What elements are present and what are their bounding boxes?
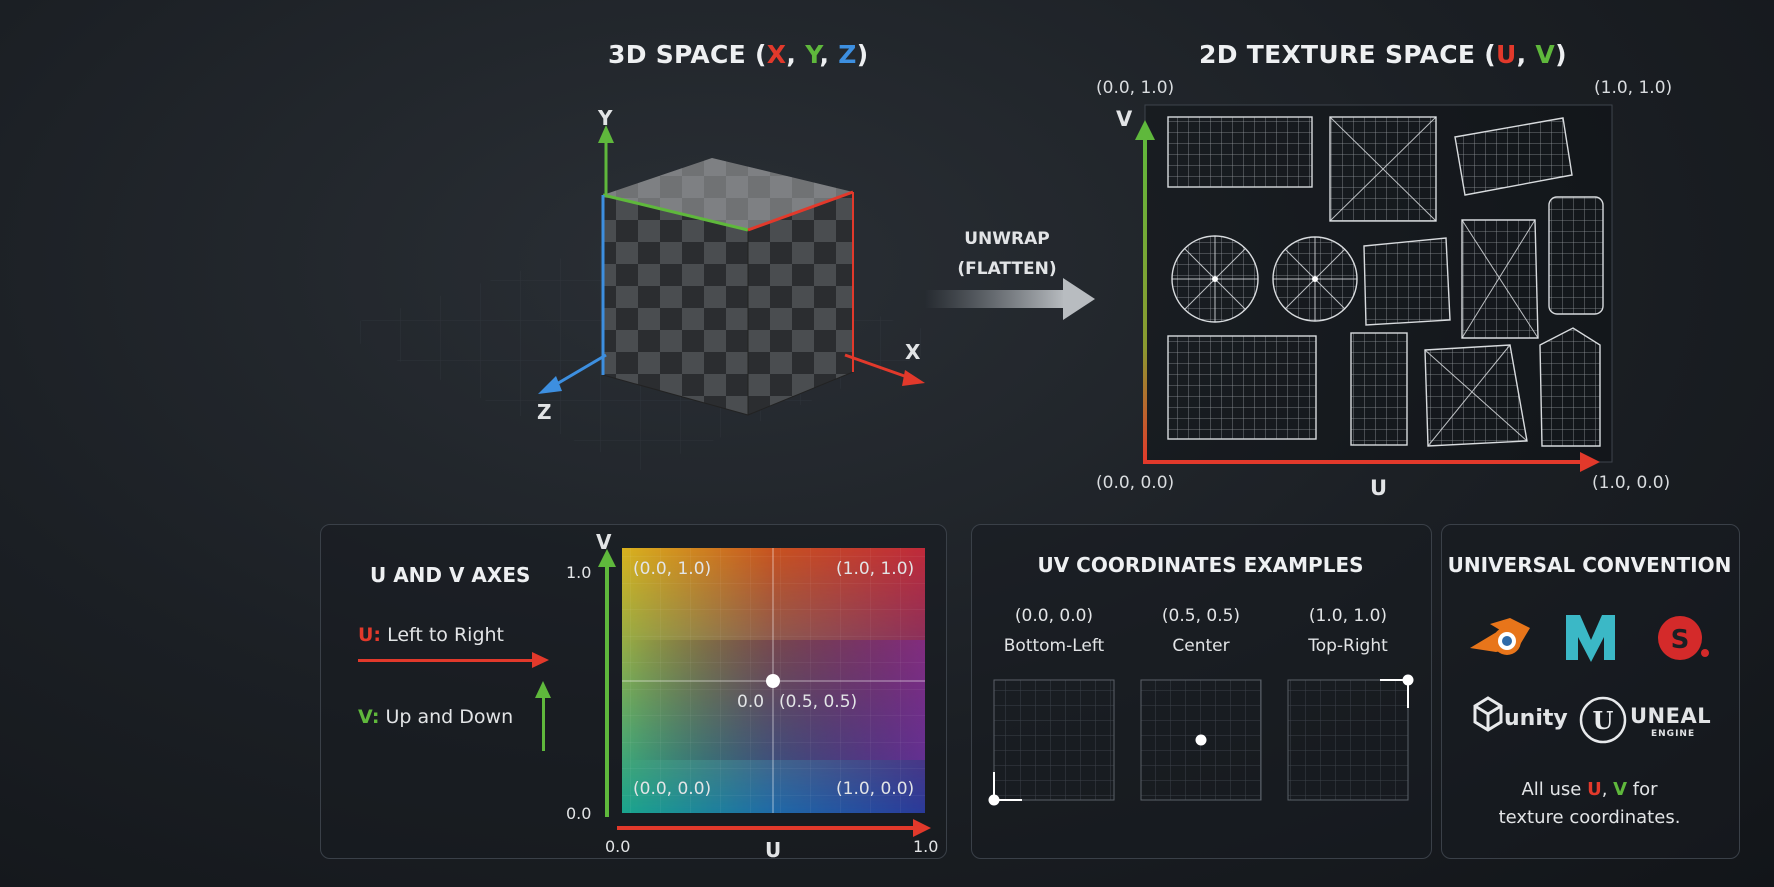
y-axis-arrow: [598, 125, 614, 143]
x-axis-label: X: [905, 340, 921, 364]
convention-note: All use U, V for texture coordinates.: [1498, 779, 1681, 828]
example-coord: (0.0, 0.0): [1014, 606, 1094, 626]
example-name: Center: [1172, 636, 1230, 656]
title-v: V: [1535, 40, 1556, 69]
grid-v-arrow: [598, 549, 616, 567]
title-u: U: [1495, 40, 1517, 69]
unreal-subtext: ENGINE: [1651, 729, 1696, 739]
title-y: Y: [805, 40, 820, 69]
center-coord-label: (0.5, 0.5): [779, 692, 858, 712]
tick-u-left: 0.0: [605, 837, 631, 856]
uv-examples-title: UV COORDINATES EXAMPLES: [1037, 553, 1364, 577]
3d-space-title: 3D SPACE (X, Y, Z): [608, 40, 869, 69]
convention-title: UNIVERSAL CONVENTION: [1447, 553, 1732, 577]
example-grid: [993, 679, 1115, 801]
grid-corner-tl: (0.0, 1.0): [633, 559, 712, 579]
unwrap-arrow-shaft: [925, 290, 1065, 308]
tick-v-top: 1.0: [566, 563, 592, 582]
uv-axes-title: U AND V AXES: [370, 563, 531, 587]
grid-corner-br: (1.0, 0.0): [836, 779, 915, 799]
v-description: V: Up and Down: [358, 706, 514, 728]
u-axis-arrow: [1580, 452, 1600, 472]
tick-u-right: 1.0: [913, 837, 939, 856]
unreal-logo: U: [1579, 696, 1627, 744]
example-point: [1402, 674, 1414, 686]
z-axis-label: Z: [537, 400, 552, 424]
z-axis-arrow: [538, 376, 562, 394]
title-z: Z: [838, 40, 857, 69]
v-axis-label: V: [1116, 107, 1133, 131]
center-point: [766, 674, 780, 688]
corner-bottom-left: (0.0, 0.0): [1096, 473, 1175, 493]
tick-v-bottom: 0.0: [566, 804, 592, 823]
legend-u-arrow: [532, 652, 549, 668]
example-coord: (0.5, 0.5): [1161, 606, 1241, 626]
grid-corner-tr: (1.0, 1.0): [836, 559, 915, 579]
unity-logo: [1473, 696, 1503, 732]
svg-text:U: U: [1593, 706, 1614, 735]
maya-logo: [1566, 615, 1615, 662]
2d-texture-space-title: 2D TEXTURE SPACE (U, V): [1199, 40, 1567, 69]
grid-v-label: V: [596, 530, 612, 554]
example-coord: (1.0, 1.0): [1308, 606, 1388, 626]
grid-corner-bl: (0.0, 0.0): [633, 779, 712, 799]
unity-text: unity: [1504, 706, 1568, 731]
v-axis-arrow: [1135, 120, 1155, 140]
example-point: [1195, 734, 1207, 746]
y-axis-label: Y: [598, 106, 613, 130]
unwrap-arrow-head: [1063, 278, 1095, 320]
u-description: U: Left to Right: [358, 624, 505, 646]
corner-bottom-right: (1.0, 0.0): [1592, 473, 1671, 493]
legend-v-arrow: [535, 681, 551, 698]
x-axis-arrow: [902, 370, 925, 386]
corner-top-left: (0.0, 1.0): [1096, 78, 1175, 98]
blender-logo: [1470, 618, 1530, 655]
title-x: X: [766, 40, 787, 69]
convention-panel: [1441, 524, 1740, 859]
u-axis-label: U: [1370, 476, 1388, 500]
corner-top-right: (1.0, 1.0): [1594, 78, 1673, 98]
center-left-label: 0.0: [737, 692, 765, 712]
example-name: Bottom-Left: [1003, 636, 1105, 656]
unreal-text: UNEAL: [1630, 704, 1712, 728]
example-grid: [1287, 679, 1409, 801]
grid-u-arrow: [913, 819, 931, 837]
example-name: Top-Right: [1308, 636, 1388, 656]
grid-u-label: U: [765, 838, 782, 862]
svg-text:S: S: [1671, 625, 1690, 655]
substance-logo: S: [1658, 616, 1709, 660]
example-point: [988, 794, 1000, 806]
unwrap-label: UNWRAP (FLATTEN): [957, 229, 1057, 279]
